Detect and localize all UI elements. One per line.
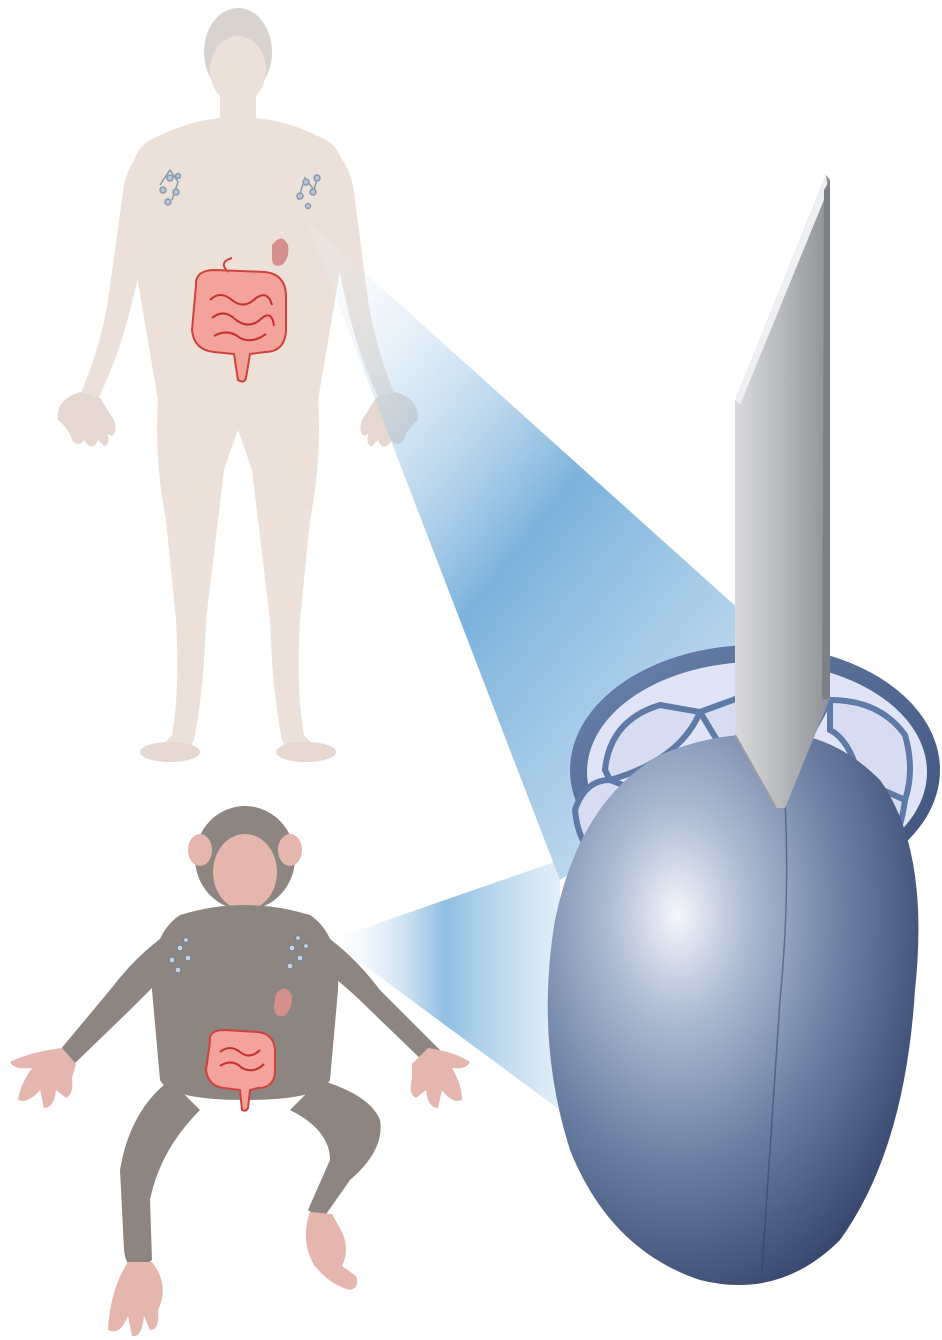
monkey-right-hand <box>411 1048 470 1108</box>
scalpel-blade <box>735 175 830 808</box>
monkey-left-foot <box>108 1262 163 1336</box>
monkey-face <box>213 834 277 910</box>
monkey-left-leg <box>120 1080 200 1270</box>
human-left-hand <box>58 392 116 447</box>
monkey-right-leg <box>290 1080 381 1220</box>
lymph-node-body <box>548 732 919 1285</box>
monkey-right-foot <box>306 1212 357 1290</box>
human-figure <box>58 8 418 762</box>
monkey-left-hand <box>10 1048 76 1108</box>
human-legs <box>157 398 319 758</box>
